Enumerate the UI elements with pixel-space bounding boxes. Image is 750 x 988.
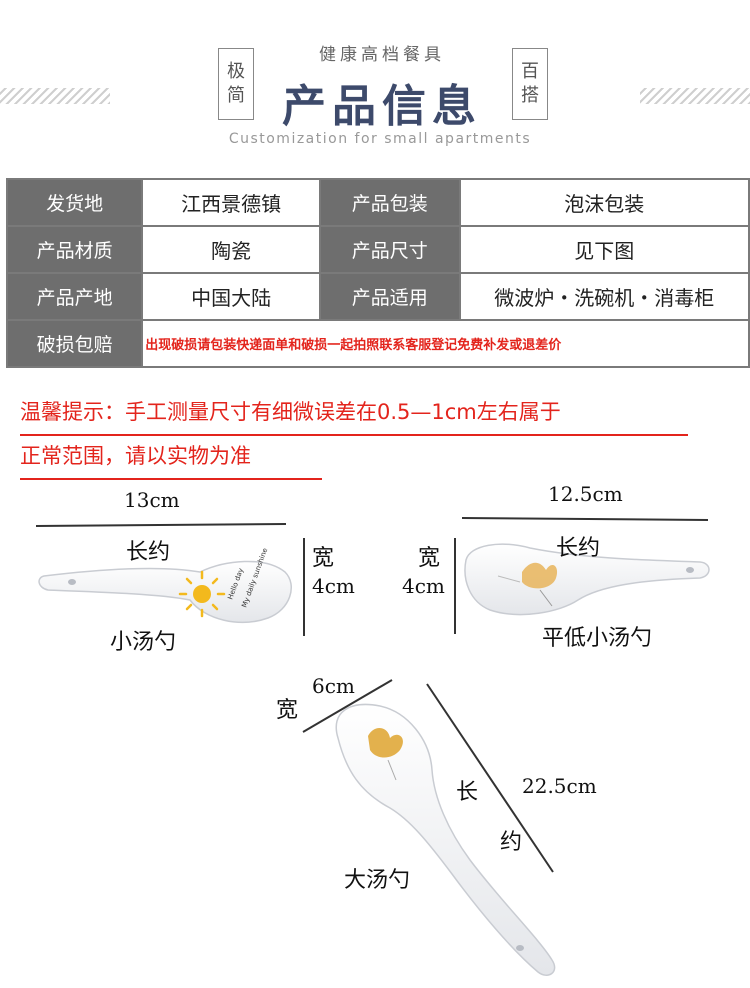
table-row: 发货地 江西景德镇 产品包装 泡沫包装	[5, 178, 750, 227]
value-origin: 中国大陆	[141, 272, 321, 321]
large-spoon-length-char2: 约	[500, 830, 523, 855]
value-packaging: 泡沫包装	[458, 178, 750, 227]
table-row: 破损包赔 出现破损请包装快递面单和破损一起拍照联系客服登记免费补发或退差价	[5, 319, 750, 368]
value-damage: 出现破损请包装快递面单和破损一起拍照联系客服登记免费补发或退差价	[141, 319, 750, 368]
value-ship-from: 江西景德镇	[141, 178, 321, 227]
hanging-hole	[686, 567, 694, 573]
table-row: 产品产地 中国大陆 产品适用 微波炉・洗碗机・消毒柜	[5, 272, 750, 321]
tip-line-2: 正常范围，请以实物为准	[20, 436, 322, 480]
table-row: 产品材质 陶瓷 产品尺寸 见下图	[5, 225, 750, 274]
flat-spoon-length-line	[461, 517, 709, 521]
small-spoon-length-line	[35, 523, 287, 527]
header-box-left: 极 简	[218, 48, 254, 120]
value-material: 陶瓷	[141, 225, 321, 274]
label-damage: 破损包赔	[5, 319, 144, 368]
measurement-tip: 温馨提示：手工测量尺寸有细微误差在0.5—1cm左右属于 正常范围，请以实物为准	[20, 392, 688, 480]
flat-spoon-image	[464, 543, 710, 616]
large-spoon-width-word: 宽	[276, 698, 299, 723]
value-size: 见下图	[458, 225, 750, 274]
small-spoon-length: 13cm	[124, 488, 180, 512]
page-title: 产品信息	[282, 81, 482, 132]
label-ship-from: 发货地	[5, 178, 144, 227]
header-box-left-char2: 简	[227, 85, 245, 106]
large-spoon-image	[335, 703, 556, 976]
flower-icon	[368, 727, 403, 781]
small-spoon-length-word: 长约	[126, 540, 171, 565]
product-info-table: 发货地 江西景德镇 产品包装 泡沫包装 产品材质 陶瓷 产品尺寸 见下图 产品产…	[5, 178, 750, 368]
small-spoon-width: 4cm	[312, 574, 355, 598]
sun-icon	[178, 570, 226, 618]
header-hatch-right	[640, 88, 750, 104]
hanging-hole	[516, 945, 524, 951]
large-spoon-width: 6cm	[312, 674, 355, 698]
label-size: 产品尺寸	[318, 225, 461, 274]
large-spoon-length: 22.5cm	[522, 774, 597, 798]
large-spoon-length-char1: 长	[456, 780, 479, 805]
large-spoon-name: 大汤勺	[344, 868, 411, 893]
header-box-right-char1: 百	[521, 61, 539, 82]
large-spoon-length-line	[426, 683, 554, 873]
label-packaging: 产品包装	[318, 178, 461, 227]
header-box-right-char2: 搭	[521, 85, 539, 106]
small-spoon-name: 小汤勺	[110, 630, 177, 655]
label-material: 产品材质	[5, 225, 144, 274]
hanging-hole	[68, 579, 76, 585]
flat-spoon-width-word: 宽	[418, 546, 441, 571]
label-origin: 产品产地	[5, 272, 144, 321]
header-hatch-left	[0, 88, 110, 104]
header-caption: Customization for small apartments	[228, 131, 532, 147]
flat-spoon-length-word: 长约	[556, 536, 601, 561]
flat-spoon-name: 平低小汤勺	[542, 626, 653, 651]
header-subtitle: 健康高档餐具	[319, 45, 445, 65]
small-spoon-width-word: 宽	[312, 546, 335, 571]
label-usage: 产品适用	[318, 272, 461, 321]
header-box-left-char1: 极	[227, 61, 245, 82]
flat-spoon-width: 4cm	[402, 574, 445, 598]
tip-line-1: 温馨提示：手工测量尺寸有细微误差在0.5—1cm左右属于	[20, 392, 688, 436]
large-spoon-width-line	[302, 679, 393, 733]
header-box-right: 百 搭	[512, 48, 548, 120]
flower-icon	[497, 562, 558, 607]
value-usage: 微波炉・洗碗机・消毒柜	[458, 272, 750, 321]
flat-spoon-length: 12.5cm	[548, 482, 623, 506]
small-spoon-image: Hello day My daily sunshine	[38, 547, 293, 624]
